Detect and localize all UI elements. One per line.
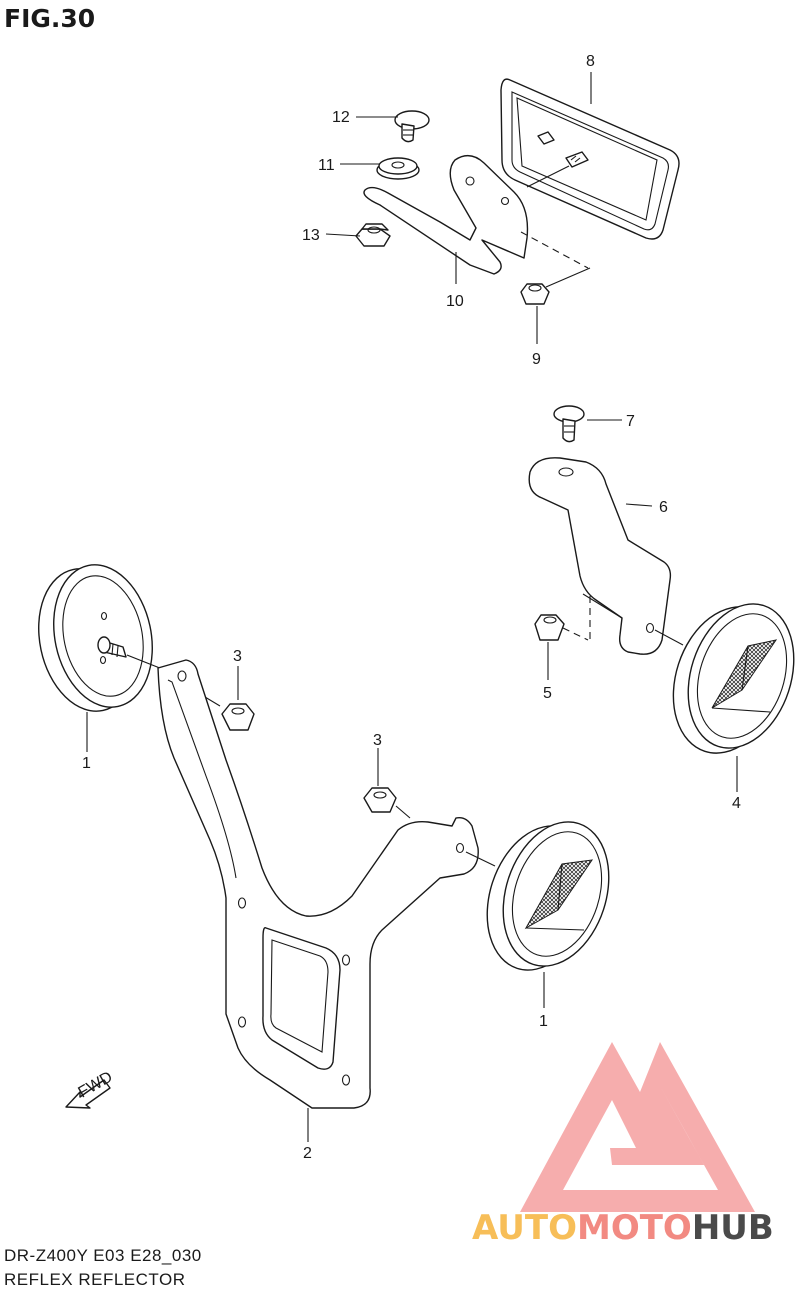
callout-11: 11 [318,157,335,174]
reflector-bracket-2 [157,659,479,1109]
license-reflector-group [355,78,680,305]
round-reflector-4 [672,603,795,754]
callout-12: 12 [332,109,350,126]
callout-4: 4 [732,795,741,812]
callout-2: 2 [303,1145,312,1162]
nut-9 [520,283,550,305]
callout-3-lower: 3 [373,732,382,749]
watermark-brand-text: AUTOMOTOHUB [472,1208,774,1248]
side-reflector-right-group [528,405,795,754]
screw-7 [553,405,585,443]
side-reflector-left-group [38,564,610,1109]
callout-5: 5 [543,685,552,702]
watermark-logo-icon [520,1042,755,1212]
callout-10: 10 [446,293,464,310]
nut-13 [355,223,391,247]
brand-part-moto: MOTO [576,1208,692,1248]
nut-3-lower [363,787,397,813]
callout-1-left: 1 [82,755,91,772]
nut-5 [534,614,565,641]
section-name: REFLEX REFLECTOR [4,1270,186,1289]
callout-9: 9 [532,351,541,368]
rear-reflector-8 [500,78,680,240]
callout-3-upper: 3 [233,648,242,665]
callout-13: 13 [302,227,320,244]
figure-title: FIG.30 [4,4,96,33]
model-code: DR-Z400Y E03 E28_030 [4,1246,202,1265]
callout-1-lower: 1 [539,1013,548,1030]
leader-lines [86,72,738,1142]
callout-8: 8 [586,53,595,70]
round-reflector-1-lower [486,821,610,971]
round-reflector-1-left [38,564,153,712]
nut-3-upper [221,703,255,731]
callout-6: 6 [659,499,668,516]
callout-7: 7 [626,413,635,430]
washer-11 [376,157,420,180]
brand-part-hub: HUB [691,1208,774,1248]
screw-12 [394,110,430,143]
callout-labels: 12 11 13 10 9 8 7 6 5 4 3 3 1 1 2 [82,53,741,1162]
fwd-arrow-icon: FWD [65,1069,116,1109]
brand-part-auto: AUTO [472,1208,577,1248]
license-bracket-10 [363,155,529,275]
